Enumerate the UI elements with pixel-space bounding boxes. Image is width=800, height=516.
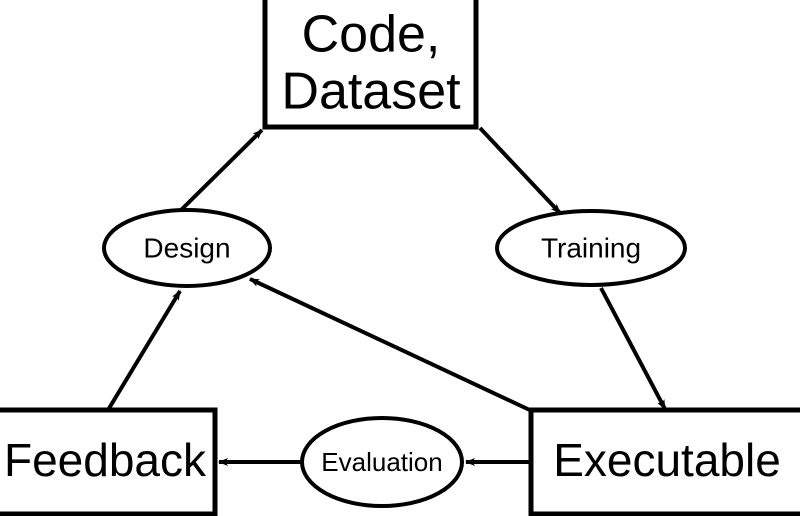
node-training[interactable]: Training [495,209,687,287]
code-dataset-box[interactable] [262,0,479,130]
node-code-dataset[interactable]: Code, Dataset [262,0,479,130]
feedback-box[interactable] [0,407,218,516]
code-dataset-label-line2: Dataset [281,63,461,121]
node-design[interactable]: Design [102,208,272,288]
design-label: Design [143,232,230,263]
edge-design-to-code [176,128,264,215]
code-dataset-label-line1: Code, [302,6,441,64]
training-label: Training [541,232,641,263]
feedback-label: Feedback [4,434,207,486]
edge-code-to-training [478,126,562,215]
evaluation-ellipse[interactable] [300,416,464,508]
node-feedback[interactable]: Feedback [0,407,218,516]
edge-executable-to-design [249,277,535,414]
executable-box[interactable] [528,407,800,516]
edge-feedback-to-design [106,289,182,412]
node-evaluation[interactable]: Evaluation [300,416,464,508]
evaluation-label: Evaluation [321,447,442,477]
executable-label: Executable [553,434,781,486]
design-ellipse[interactable] [102,208,272,288]
edges-layer [106,126,667,466]
edge-training-to-executable [599,287,667,410]
training-ellipse[interactable] [495,209,687,287]
node-executable[interactable]: Executable [528,407,800,516]
